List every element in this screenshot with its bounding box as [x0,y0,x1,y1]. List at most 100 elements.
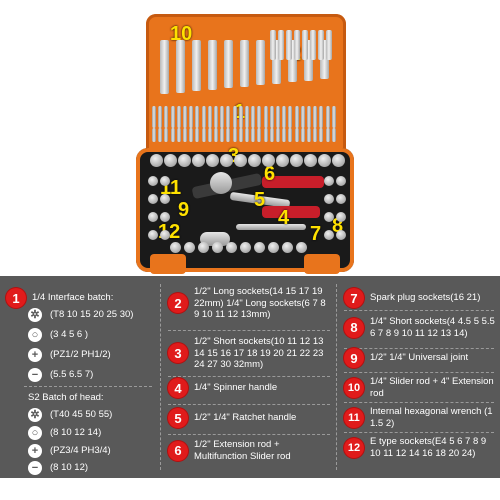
bit [164,106,169,128]
ratchet-head [210,172,232,194]
legend-item-text: 1/4" Short sockets(4 4.5 5 5.5 6 7 8 9 1… [370,316,495,339]
bit [201,128,206,142]
long-socket [240,40,249,87]
bit [189,128,194,142]
long-socket [294,30,300,60]
bit [319,106,324,128]
bit [294,106,299,128]
sub-row: − (5.5 6.5 7) [28,368,93,382]
photo-label-8: 8 [332,215,344,237]
long-socket [160,40,169,94]
badge-10: 10 [344,377,364,398]
legend-item-3: 3 1/2" Short sockets(10 11 12 13 14 15 1… [168,336,332,371]
short-socket [178,154,191,167]
legend-item-5: 5 1/2" 1/4" Ratchet handle [168,408,332,428]
short-socket [336,176,346,186]
bit [313,128,318,142]
bit [195,106,200,128]
bit [313,106,318,128]
bit [158,106,163,128]
torx-icon: ✲ [28,408,42,422]
short-socket [148,230,158,240]
photo-label-9: 9 [178,199,190,221]
toolbox-photo: 10 2 1 3 6 11 5 9 4 8 7 12 [136,14,354,274]
bit [226,106,231,128]
badge-5: 5 [168,408,188,428]
long-socket [318,30,324,60]
badge-7: 7 [344,288,364,308]
divider [168,376,330,377]
short-socket [318,154,331,167]
long-socket [192,40,201,91]
divider [344,402,494,403]
bit [325,106,330,128]
bit [325,128,330,142]
slotted-icon: − [28,368,42,382]
short-socket [212,242,223,253]
long-socket [288,40,297,82]
bit [183,128,187,142]
s2-batch-title: S2 Batch of head: [28,392,104,403]
short-socket [336,194,346,204]
sub-text: (PZ3/4 PH3/4) [50,445,111,457]
long-socket [320,40,329,79]
slotted-icon: − [28,461,42,475]
short-socket [336,230,346,240]
short-socket [324,194,334,204]
bit [220,128,225,142]
legend-item-text: 1/2" 1/4" Universal joint [370,352,469,364]
short-socket [184,242,195,253]
bit [294,128,299,142]
bit [152,106,156,128]
legend-item-12: 12 E type sockets(E4 5 6 7 8 9 10 11 12 … [344,436,498,459]
spinner-handle [262,206,320,218]
sub-row: ✲ (T8 10 15 20 25 30) [28,308,133,322]
badge-8: 8 [344,317,364,338]
short-socket [220,154,233,167]
bit [269,106,274,128]
badge-9: 9 [344,348,364,368]
divider [344,310,494,311]
short-socket [192,154,205,167]
short-socket [148,176,158,186]
short-socket [148,194,158,204]
legend-item-2: 2 1/2" Long sockets(14 15 17 19 22mm) 1/… [168,286,332,321]
bit [282,128,287,142]
bit [263,106,268,128]
legend-item-text: Spark plug sockets(16 21) [370,292,481,304]
short-socket [276,154,289,167]
photo-label-5: 5 [254,189,266,211]
legend-item-text: 1/2" Long sockets(14 15 17 19 22mm) 1/4"… [194,286,326,320]
short-socket [206,154,219,167]
bit [170,128,175,142]
bit [238,106,243,128]
bit [245,106,249,128]
legend-item-6: 6 1/2" Extension rod + Multifunction Sli… [168,439,332,462]
sub-row: + (PZ1/2 PH1/2) [28,348,111,362]
sub-text: (PZ1/2 PH1/2) [50,349,111,361]
divider [24,386,152,387]
extension-rod [236,224,306,230]
legend-item-text: Internal hexagonal wrench (1 1.5 2) [370,406,493,429]
bit [288,106,293,128]
case-latch-right [304,254,340,274]
short-socket [198,242,209,253]
bit [214,106,218,128]
bit [257,128,262,142]
short-socket [150,154,163,167]
badge-2: 2 [168,293,188,314]
bit [307,128,311,142]
bit [158,128,163,142]
short-socket [160,212,170,222]
long-socket [270,30,276,60]
long-socket [278,30,284,60]
sub-row: ✲ (T40 45 50 55) [28,408,112,422]
photo-label-10: 10 [170,23,193,45]
bit [238,128,243,142]
long-socket [256,40,265,85]
bit [251,106,256,128]
badge-11: 11 [344,407,364,428]
legend-item-text: 1/2" 1/4" Ratchet handle [194,412,297,424]
phillips-icon: + [28,348,42,362]
bit [152,128,156,142]
